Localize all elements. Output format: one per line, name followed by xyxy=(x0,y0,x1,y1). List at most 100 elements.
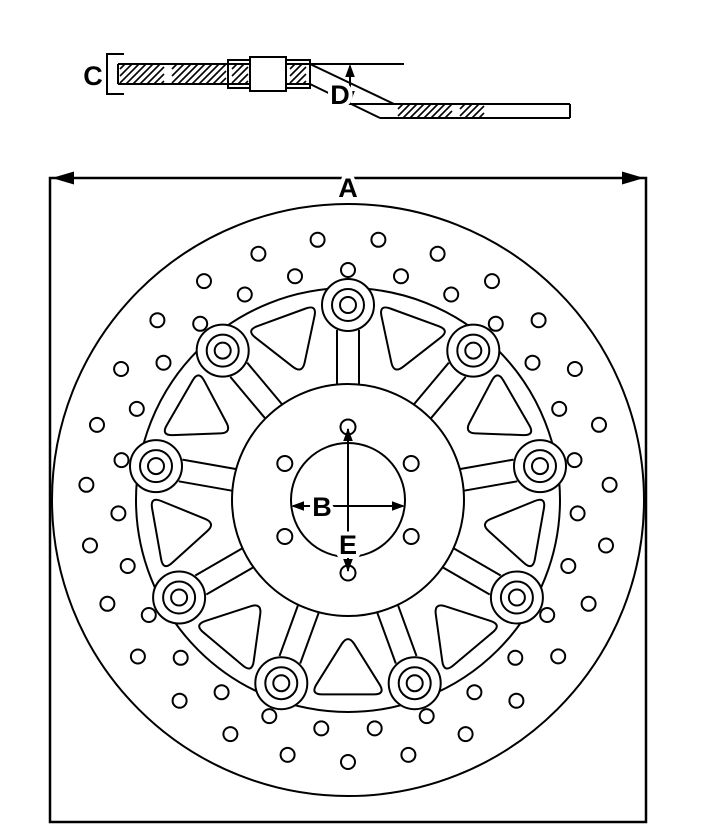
rivet-lobe xyxy=(321,278,375,332)
dim-c-bracket xyxy=(106,53,124,95)
rivet-washer xyxy=(523,449,557,484)
drilled-hole-outer xyxy=(250,245,267,262)
rivet-lobe xyxy=(446,323,501,378)
hatch-line xyxy=(139,63,161,85)
carrier-window xyxy=(484,498,546,568)
section-hatching xyxy=(119,63,485,119)
dim-label-e: E xyxy=(339,530,357,560)
drilled-hole-outer xyxy=(508,692,525,709)
dim-b-arrowhead-right xyxy=(392,501,405,511)
dimension-frame xyxy=(48,176,648,824)
hatch-line xyxy=(231,63,238,70)
drilled-hole-inner xyxy=(313,720,330,737)
hatch-line xyxy=(437,103,453,119)
spoke-edge xyxy=(246,362,283,405)
spoke-edge xyxy=(376,612,397,664)
hatch-line xyxy=(430,103,446,119)
drilled-hole-outer xyxy=(78,476,95,493)
drilled-hole-outer xyxy=(601,476,618,493)
offset-diagonal-bottom xyxy=(309,83,381,119)
hatch-line xyxy=(198,63,220,85)
drilled-hole-outer xyxy=(530,312,547,329)
dim-label-d: D xyxy=(330,80,350,110)
drilled-hole-outer xyxy=(129,648,146,665)
drilled-hole-outer xyxy=(598,537,614,554)
rivet-button-section xyxy=(249,56,287,92)
rivet-washer xyxy=(162,580,197,615)
bolt-hole xyxy=(276,528,294,545)
dim-e-arrowhead-bottom xyxy=(343,559,353,572)
drilled-hole-inner xyxy=(155,354,172,371)
hatch-line xyxy=(402,103,418,119)
rivet-washer xyxy=(205,333,240,368)
drilled-hole-inner xyxy=(566,452,583,469)
hatch-line xyxy=(212,70,227,85)
drilled-hole-outer xyxy=(196,273,212,290)
rivet-pin xyxy=(464,341,483,360)
rivet-washer xyxy=(397,666,432,701)
spoke-edge xyxy=(194,547,243,577)
hatch-line xyxy=(119,63,140,84)
hatch-line xyxy=(289,63,296,70)
drilled-hole-inner xyxy=(261,708,278,725)
spoke-edge xyxy=(229,376,266,419)
drilled-hole-inner xyxy=(560,558,577,574)
rivet-pin xyxy=(170,588,189,607)
disc-outer-edge xyxy=(51,203,645,797)
drilled-hole-outer xyxy=(550,648,567,665)
drilled-hole-inner xyxy=(418,708,435,725)
hatch-line xyxy=(191,63,213,85)
hatch-line xyxy=(302,80,307,85)
drilled-hole-inner xyxy=(110,505,127,522)
drilled-hole-outer xyxy=(113,361,130,377)
drilled-hole-outer xyxy=(309,231,326,248)
rivet-pin xyxy=(147,457,165,476)
dim-a-arrowhead-right xyxy=(622,171,644,185)
drilled-hole-inner xyxy=(113,452,130,469)
hatch-line xyxy=(125,63,147,85)
dim-label-c: C xyxy=(83,61,103,91)
drilled-hole-inner xyxy=(366,720,383,737)
drilled-hole-outer xyxy=(370,231,387,248)
drilled-hole-inner xyxy=(393,268,409,285)
drilled-hole-outer xyxy=(99,595,116,612)
drilled-hole-inner xyxy=(507,649,524,666)
carrier-window xyxy=(380,306,446,371)
drilled-hole-outer xyxy=(171,692,188,709)
hatch-line xyxy=(471,105,485,119)
rivet-pin xyxy=(531,457,549,476)
rivet-lobe xyxy=(129,439,183,494)
carrier-window xyxy=(313,638,383,696)
hatch-line xyxy=(171,63,192,84)
drilled-hole-outer xyxy=(457,726,474,743)
drilled-hole-inner xyxy=(140,607,157,623)
drilled-hole-outer xyxy=(222,726,239,743)
spoke-edge xyxy=(442,566,491,596)
drilled-hole-inner xyxy=(551,400,568,417)
dim-e-arrowhead-top xyxy=(343,428,353,441)
hatch-line xyxy=(423,103,439,119)
cross-section-view: C D xyxy=(79,53,571,119)
spoke-edge xyxy=(178,480,233,492)
rivet-lobe xyxy=(489,570,544,625)
drilled-hole-inner xyxy=(287,268,303,285)
disc-geometry xyxy=(51,203,645,797)
drilled-hole-inner xyxy=(466,684,483,701)
carrier-window xyxy=(150,498,212,568)
rivet-pin xyxy=(272,674,291,693)
drilled-hole-inner xyxy=(569,505,586,522)
spoke-edge xyxy=(397,604,418,657)
front-view: A B E xyxy=(48,169,648,824)
dimension-arrows xyxy=(291,428,405,572)
dim-d-arrowhead-bottom xyxy=(345,91,355,104)
hatch-line xyxy=(397,103,411,117)
carrier-window xyxy=(163,374,230,437)
drilled-hole-outer xyxy=(591,416,607,433)
carrier-window xyxy=(434,604,498,670)
spoke-edge xyxy=(413,362,450,405)
rivet-pin xyxy=(339,296,357,314)
drilled-hole-outer xyxy=(400,746,417,763)
hatch-line xyxy=(132,63,154,85)
drilled-hole-outer xyxy=(279,746,296,763)
drilled-hole-outer xyxy=(149,312,166,329)
